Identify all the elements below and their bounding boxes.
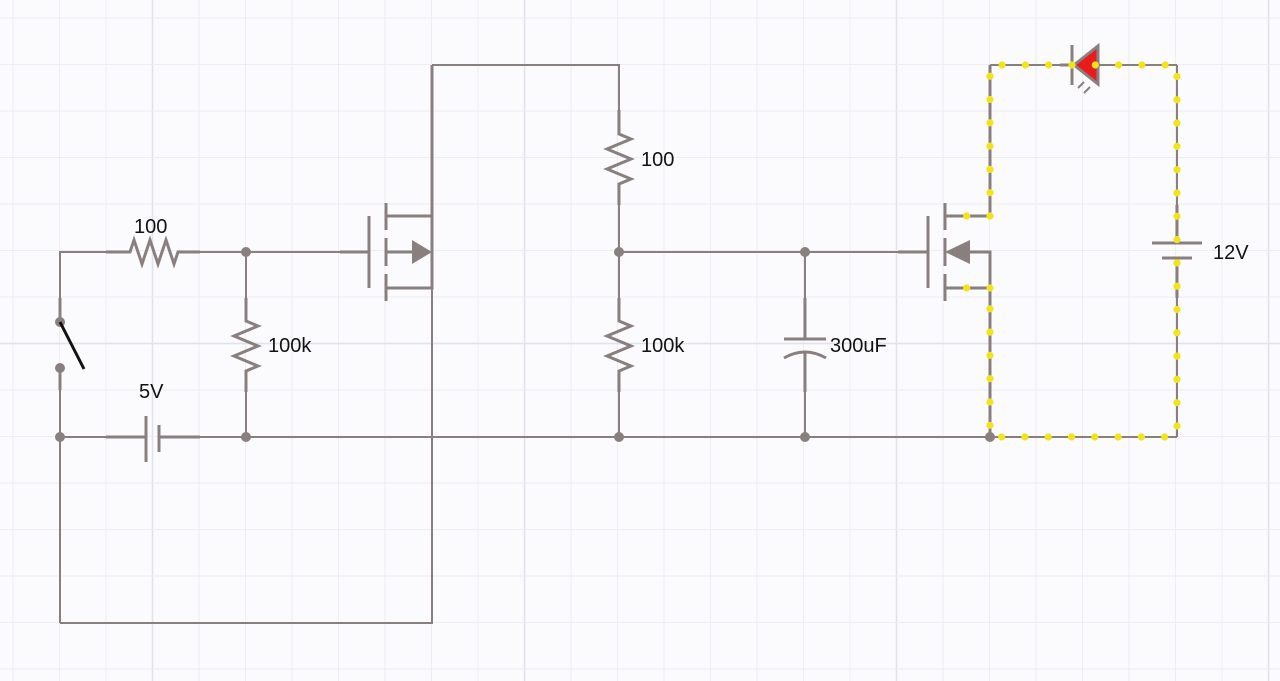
current-dot <box>1173 236 1181 244</box>
current-dot <box>986 212 994 220</box>
current-dot <box>1173 166 1181 174</box>
current-flow-dots <box>963 61 1181 441</box>
current-dot <box>986 398 994 406</box>
battery-left-label: 5V <box>139 381 164 403</box>
current-dot <box>986 72 994 80</box>
resistor-gate-pulldown-100k[interactable] <box>230 298 262 392</box>
current-dot <box>1021 433 1029 441</box>
capacitor-300uf[interactable] <box>783 298 827 392</box>
current-dot <box>1173 375 1181 383</box>
current-dot <box>1173 422 1181 430</box>
resistor-input-label: 100 <box>134 216 167 238</box>
current-dot <box>1068 61 1076 69</box>
current-dot <box>1173 352 1181 360</box>
wires-mosfet-left <box>431 64 620 437</box>
current-dot <box>1091 61 1099 69</box>
current-dot <box>986 119 994 127</box>
current-dot <box>998 433 1006 441</box>
current-dot <box>986 142 994 150</box>
current-dot <box>1137 433 1145 441</box>
led[interactable] <box>1060 42 1100 94</box>
current-dot <box>1173 142 1181 150</box>
current-dot <box>986 189 994 197</box>
battery-right-label: 12V <box>1213 242 1249 264</box>
current-dot <box>1173 259 1181 267</box>
mosfet-right[interactable] <box>898 65 992 437</box>
resistor-drain-label: 100 <box>641 149 674 171</box>
current-dot <box>986 421 994 429</box>
current-dot <box>1173 282 1181 290</box>
current-dot <box>1173 189 1181 197</box>
wires-middle <box>618 205 898 437</box>
capacitor-label: 300uF <box>830 335 887 357</box>
current-dot <box>1044 433 1052 441</box>
current-dot <box>986 328 994 336</box>
current-dot <box>998 61 1006 69</box>
resistor-gate-pulldown-label: 100k <box>268 335 312 357</box>
current-dot <box>1173 329 1181 337</box>
current-dot <box>986 305 994 313</box>
resistor-drain-100[interactable] <box>603 110 635 205</box>
current-dot <box>1173 305 1181 314</box>
current-dot <box>1173 212 1181 220</box>
current-dot <box>1173 96 1181 104</box>
resistor-divider-100k[interactable] <box>603 298 635 392</box>
current-dot <box>1138 61 1146 69</box>
resistor-input-100[interactable] <box>106 235 200 269</box>
current-dot <box>1161 61 1169 69</box>
current-dot <box>1161 433 1169 441</box>
current-dot <box>963 284 971 292</box>
current-dot <box>1114 433 1122 441</box>
current-dot <box>1173 72 1181 81</box>
current-dot <box>1173 119 1181 127</box>
wires-left <box>59 251 990 624</box>
switch[interactable] <box>55 298 86 390</box>
current-dot <box>1067 433 1076 441</box>
current-dot <box>963 212 971 220</box>
current-dot <box>986 375 994 383</box>
current-dot <box>1021 61 1029 69</box>
current-dot <box>1115 61 1123 69</box>
mosfet-left[interactable] <box>340 65 434 301</box>
current-dot <box>1173 399 1181 407</box>
current-dot <box>1045 61 1053 69</box>
current-dot <box>986 95 994 104</box>
current-dot <box>986 284 994 292</box>
current-dot <box>986 165 994 173</box>
junction-nodes <box>55 247 995 442</box>
current-dot <box>986 351 994 359</box>
battery-left-5v[interactable] <box>106 416 200 462</box>
current-dot <box>1091 433 1099 441</box>
resistor-divider-label: 100k <box>641 335 685 357</box>
